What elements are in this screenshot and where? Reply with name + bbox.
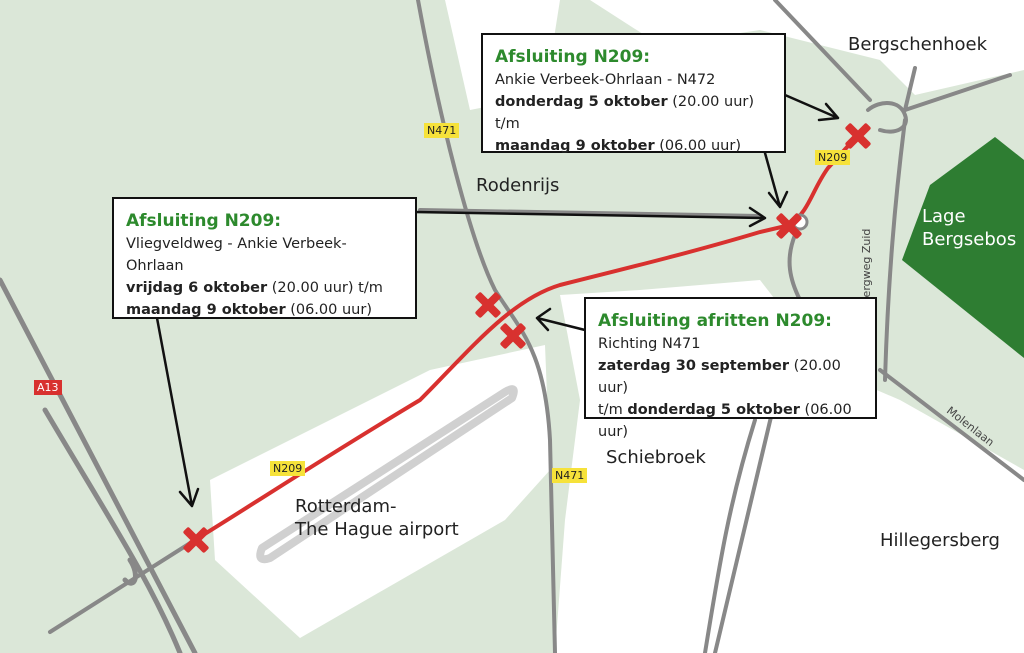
airport-runway bbox=[256, 385, 518, 564]
road-bergschenhoek-ne bbox=[903, 73, 1012, 112]
road-bergweg-zuid bbox=[883, 118, 907, 382]
closure-box-exits-end-time: (06.00 uur) bbox=[598, 402, 852, 440]
road-a13-second bbox=[42, 407, 183, 653]
road-rodenrijs-west bbox=[418, 208, 762, 218]
road-bergschenhoek-n bbox=[903, 66, 917, 112]
arrow-north-to-junction bbox=[763, 151, 789, 209]
place-hillegersberg: Hillegersberg bbox=[880, 530, 1000, 551]
place-schiebroek: Schiebroek bbox=[606, 447, 706, 468]
forest-lage-bergsebos bbox=[902, 137, 1024, 358]
road-molenlaan bbox=[878, 368, 1024, 482]
arrow-west-to-airport bbox=[155, 316, 200, 508]
road-link-south bbox=[787, 233, 802, 302]
closure-marker-bergschenhoek bbox=[843, 121, 873, 151]
road-shield-n471-bottom: N471 bbox=[552, 468, 588, 483]
airport-area bbox=[210, 345, 550, 638]
place-bergschenhoek: Bergschenhoek bbox=[848, 34, 988, 55]
arrow-west-to-junction bbox=[413, 206, 767, 228]
place-airport: Rotterdam- The Hague airport bbox=[295, 496, 459, 540]
closure-box-west-end-time: (06.00 uur) bbox=[285, 302, 372, 318]
closure-box-exits-start-time: (20.00 uur) bbox=[598, 358, 841, 396]
road-n209-west bbox=[48, 538, 197, 634]
closure-box-exits-title: Afsluiting afritten N209: bbox=[598, 311, 832, 331]
road-schiebroek-east2 bbox=[703, 418, 757, 653]
arrow-exits bbox=[535, 307, 587, 332]
closure-marker-exit-north bbox=[473, 290, 503, 320]
closure-box-west-title: Afsluiting N209: bbox=[126, 211, 282, 231]
closure-marker-airport bbox=[181, 525, 211, 555]
road-shield-n471-top: N471 bbox=[424, 123, 460, 138]
closure-box-north-end-day: maandag 9 oktober bbox=[495, 138, 655, 154]
road-schiebroek-east1 bbox=[713, 398, 777, 653]
road-a13-ramp bbox=[122, 557, 138, 586]
road-n471 bbox=[416, 0, 557, 653]
closure-box-exits-end-prefix: t/m bbox=[598, 402, 628, 418]
closure-marker-exit-south bbox=[498, 321, 528, 351]
road-bergschenhoek-ring bbox=[866, 101, 908, 134]
closure-box-west: Afsluiting N209: Vliegveldweg - Ankie Ve… bbox=[112, 197, 417, 319]
closure-box-west-end-day: maandag 9 oktober bbox=[126, 302, 286, 318]
closure-box-west-start-time: (20.00 uur) t/m bbox=[267, 280, 383, 296]
road-a13 bbox=[0, 277, 198, 653]
road-bergschenhoek-nw bbox=[773, 0, 872, 102]
road-shield-a13: A13 bbox=[34, 380, 62, 395]
place-rodenrijs: Rodenrijs bbox=[476, 175, 560, 196]
closure-box-north-title: Afsluiting N209: bbox=[495, 47, 651, 67]
arrow-north-to-bergschenhoek bbox=[783, 93, 840, 122]
closure-box-north-start-day: donderdag 5 oktober bbox=[495, 94, 668, 110]
closure-box-exits-start-day: zaterdag 30 september bbox=[598, 358, 790, 374]
closure-box-north-segment: Ankie Verbeek-Ohrlaan - N472 bbox=[495, 72, 716, 88]
closure-box-exits: Afsluiting afritten N209: Richting N471 … bbox=[584, 297, 877, 440]
closure-marker-junction bbox=[774, 211, 804, 241]
closure-box-north: Afsluiting N209: Ankie Verbeek-Ohrlaan -… bbox=[481, 33, 786, 154]
closure-box-north-start-time: (20.00 uur) t/m bbox=[495, 94, 755, 132]
road-shield-n209-north: N209 bbox=[815, 150, 851, 165]
road-shield-n209-main: N209 bbox=[270, 461, 306, 476]
closure-box-west-segment: Vliegveldweg - Ankie Verbeek-Ohrlaan bbox=[126, 236, 347, 274]
closure-box-north-end-time: (06.00 uur) bbox=[654, 138, 741, 154]
place-lage-bergsebos: Lage Bergsebos bbox=[922, 206, 1017, 250]
road-label-bergweg-zuid: Bergweg Zuid bbox=[860, 228, 873, 305]
closure-box-exits-end-day: donderdag 5 oktober bbox=[627, 402, 800, 418]
closure-box-west-start-day: vrijdag 6 oktober bbox=[126, 280, 268, 296]
closure-box-exits-direction: Richting N471 bbox=[598, 336, 701, 352]
